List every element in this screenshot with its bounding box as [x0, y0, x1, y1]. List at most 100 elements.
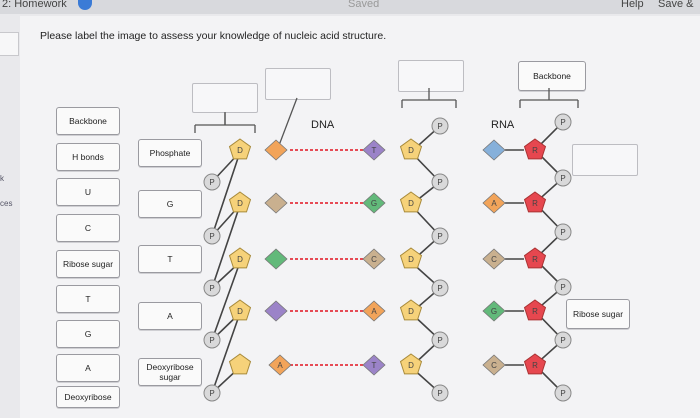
drop-target-empty[interactable]	[572, 144, 638, 176]
side-panel-tab[interactable]	[0, 32, 19, 56]
label-tile[interactable]: Phosphate	[138, 139, 202, 167]
deoxyribose-letter: D	[237, 199, 243, 208]
phosphate-circle	[203, 173, 221, 191]
phosphate-circle	[431, 384, 449, 402]
phosphate-letter: P	[560, 283, 565, 292]
nitrogen-base-diamond	[264, 139, 288, 161]
deoxyribose-letter: D	[408, 146, 414, 155]
deoxyribose-pentagon	[399, 138, 423, 160]
deoxyribose-pentagon	[228, 191, 252, 213]
deoxyribose-letter: D	[237, 146, 243, 155]
nitrogen-base-diamond	[362, 300, 386, 322]
assignment-tab[interactable]: 2: Homework	[2, 0, 67, 10]
phosphate-circle	[554, 113, 572, 131]
drop-target-empty[interactable]	[398, 60, 464, 92]
nitrogen-base-diamond	[268, 354, 292, 376]
phosphate-letter: P	[437, 284, 442, 293]
phosphate-letter: P	[560, 118, 565, 127]
label-tile[interactable]: Ribose sugar	[56, 250, 120, 278]
label-tile[interactable]: Deoxyribose	[56, 386, 120, 408]
deoxyribose-pentagon	[228, 299, 252, 321]
deoxyribose-letter: D	[408, 199, 414, 208]
label-tile[interactable]: U	[56, 178, 120, 206]
drop-target-empty[interactable]	[265, 68, 331, 100]
rna-base-diamond	[482, 248, 506, 270]
phosphate-letter: P	[560, 174, 565, 183]
rna-title: RNA	[491, 119, 515, 131]
hydrogen-bonds	[290, 149, 364, 366]
base-letter: G	[491, 307, 497, 316]
question-instructions: Please label the image to assess your kn…	[40, 30, 387, 42]
ribose-pentagon	[523, 299, 547, 321]
dna-title: DNA	[311, 119, 335, 131]
label-tile[interactable]: G	[138, 190, 202, 218]
rna-base-diamond	[482, 354, 506, 376]
placed-label-ribose-sugar[interactable]: Ribose sugar	[566, 299, 630, 329]
drop-target-empty[interactable]	[192, 83, 258, 113]
base-letter: A	[371, 307, 377, 316]
label-tile[interactable]: A	[138, 302, 202, 330]
base-letter: C	[491, 361, 497, 370]
save-link[interactable]: Save &	[658, 0, 694, 10]
nitrogen-base-diamond	[264, 300, 288, 322]
bracket-lines	[194, 88, 579, 149]
backbone-strand	[211, 151, 241, 394]
base-letter: T	[372, 361, 377, 370]
rna-base-diamond	[482, 192, 506, 214]
save-status: Saved	[348, 0, 380, 10]
phosphate-circle	[203, 227, 221, 245]
placed-label-backbone[interactable]: Backbone	[518, 61, 586, 91]
pointer-line	[277, 97, 298, 149]
phosphate-circle	[554, 331, 572, 349]
info-badge-icon[interactable]	[78, 0, 92, 10]
backbone-strands	[211, 121, 565, 394]
ribose-pentagon	[523, 247, 547, 269]
phosphate-circle	[431, 331, 449, 349]
deoxyribose-pentagon	[399, 353, 423, 375]
deoxyribose-pentagon	[228, 353, 252, 375]
base-letter: G	[371, 199, 377, 208]
label-tile[interactable]: H bonds	[56, 143, 120, 171]
phosphate-circle	[203, 384, 221, 402]
phosphate-circle	[554, 278, 572, 296]
phosphate-letter: P	[209, 284, 214, 293]
deoxyribose-pentagon	[399, 247, 423, 269]
nitrogen-base-diamond	[362, 354, 386, 376]
label-tile[interactable]: T	[56, 285, 120, 313]
ribose-letter: R	[532, 361, 538, 370]
phosphate-letter: P	[560, 228, 565, 237]
label-tile[interactable]: T	[138, 245, 202, 273]
deoxyribose-letter: D	[408, 255, 414, 264]
phosphate-letter: P	[437, 122, 442, 131]
phosphate-circle	[431, 227, 449, 245]
help-link[interactable]: Help	[621, 0, 644, 10]
nitrogen-base-diamond	[264, 192, 288, 214]
label-tile[interactable]: A	[56, 354, 120, 382]
deoxyribose-pentagon	[228, 138, 252, 160]
phosphate-circle	[203, 279, 221, 297]
label-tile[interactable]: Backbone	[56, 107, 120, 135]
phosphate-letter: P	[437, 178, 442, 187]
label-tile[interactable]: C	[56, 214, 120, 242]
ribose-pentagon	[523, 138, 547, 160]
deoxyribose-pentagon	[228, 247, 252, 269]
deoxyribose-letter: D	[237, 255, 243, 264]
base-letter: C	[371, 255, 377, 264]
phosphate-circle	[431, 173, 449, 191]
phosphate-letter: P	[437, 389, 442, 398]
phosphate-letter: P	[209, 389, 214, 398]
top-bar: 2: Homework Saved Help Save &	[0, 0, 700, 14]
phosphate-letter: P	[560, 336, 565, 345]
phosphate-letter: P	[209, 336, 214, 345]
molecule-shapes: PPPPPDDDDATGCATDDDDDPPPPPPACGCRRRRRPPPPP…	[203, 113, 572, 402]
side-text-fragment: k	[0, 174, 4, 183]
ribose-pentagon	[523, 353, 547, 375]
phosphate-circle	[431, 279, 449, 297]
label-tile[interactable]: Deoxyribose sugar	[138, 358, 202, 386]
phosphate-circle	[554, 223, 572, 241]
base-letter: T	[372, 146, 377, 155]
label-tile[interactable]: G	[56, 320, 120, 348]
nitrogen-base-diamond	[362, 248, 386, 270]
